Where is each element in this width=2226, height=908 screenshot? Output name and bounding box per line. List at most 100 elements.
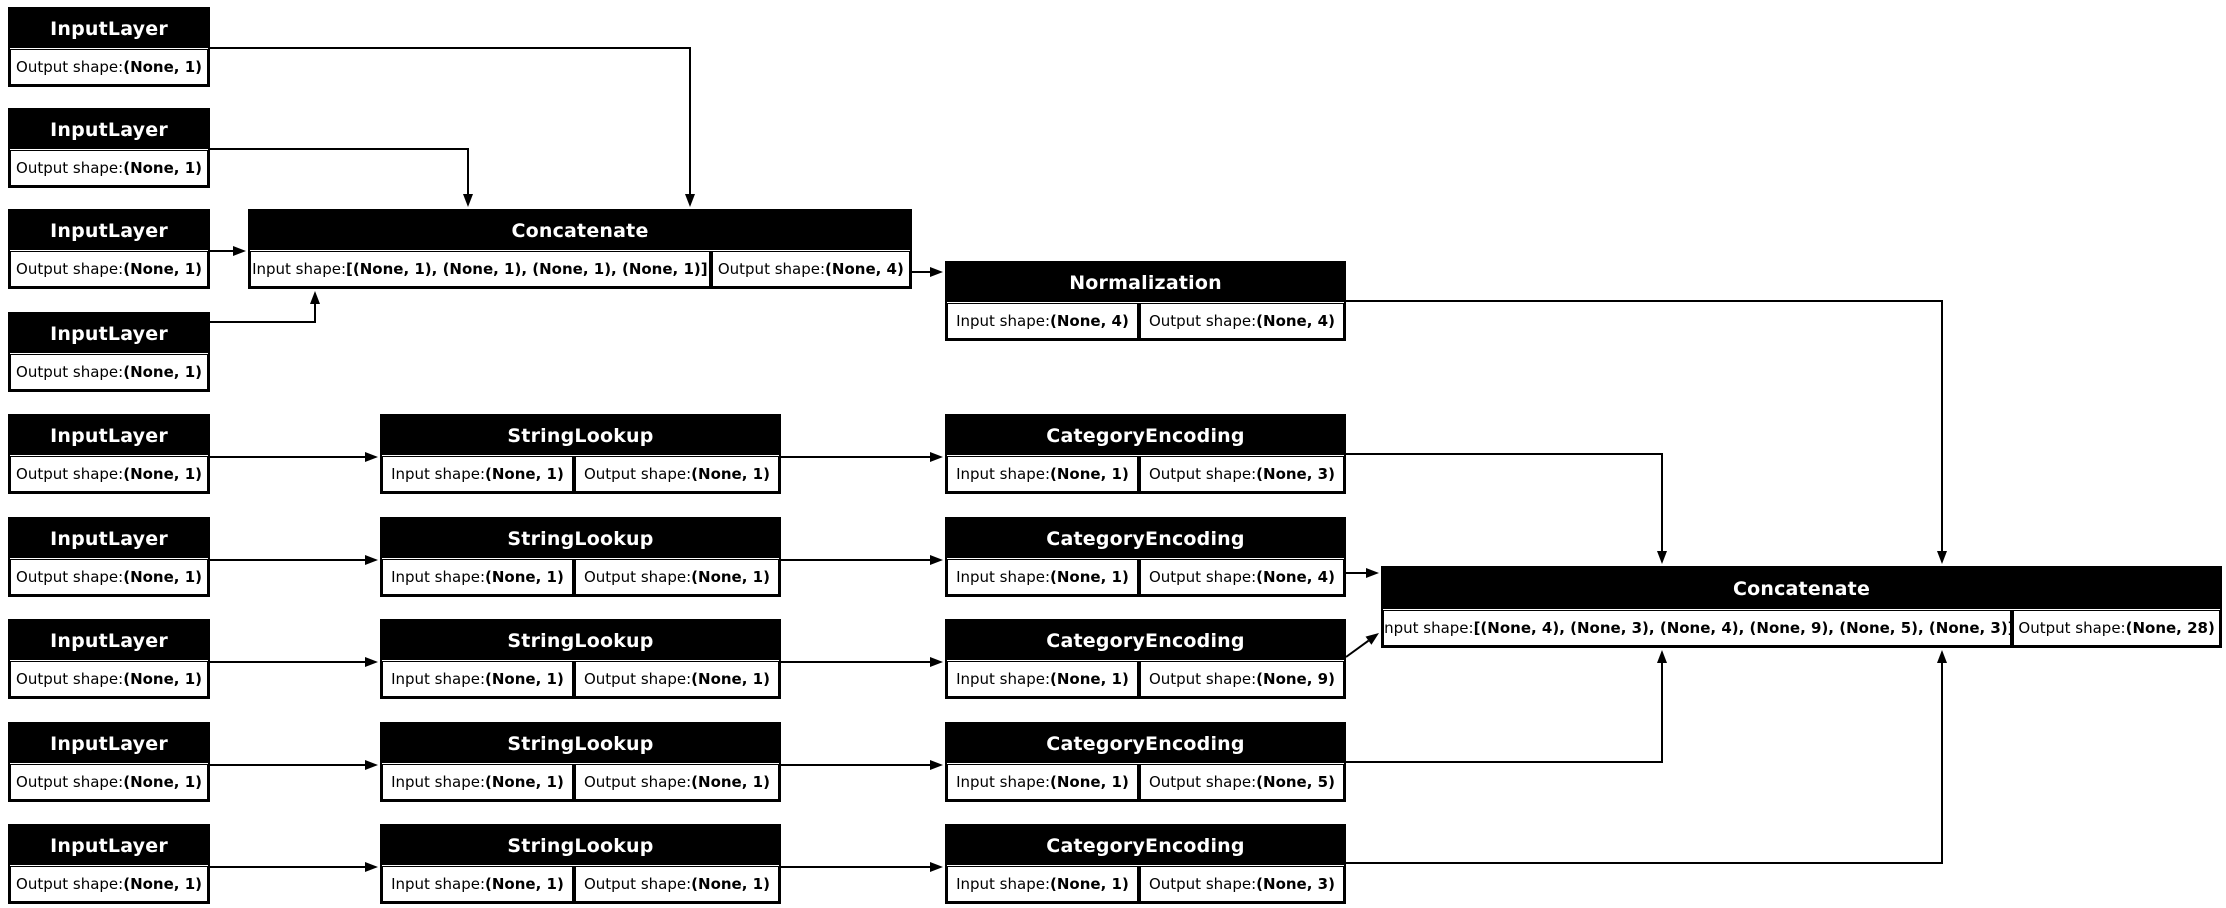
shape-value: (None, 3): [1256, 875, 1335, 893]
shape-label: Input shape:: [1379, 619, 1474, 637]
edge-string-lookup-1-to-category-encoding-1: [781, 452, 943, 462]
shape-label: Input shape:: [956, 670, 1051, 688]
shape-label: Input shape:: [391, 568, 486, 586]
shape-cells-row: Input shape: (None, 1)Output shape: (Non…: [947, 660, 1345, 697]
shape-value: [(None, 4), (None, 3), (None, 4), (None,…: [1473, 619, 2015, 637]
shape-cell: Input shape: (None, 4): [947, 303, 1138, 339]
shape-value: (None, 1): [123, 363, 202, 381]
shape-cells-row: Input shape: [(None, 4), (None, 3), (Non…: [1379, 609, 2220, 646]
shape-value: (None, 1): [691, 670, 770, 688]
shape-label: Output shape:: [16, 568, 124, 586]
shape-value: (None, 1): [691, 568, 770, 586]
shape-value: (None, 1): [485, 875, 564, 893]
shape-cells-row: Output shape: (None, 1): [10, 353, 208, 390]
layer-title: InputLayer: [10, 9, 208, 48]
layer-title: InputLayer: [10, 621, 208, 660]
shape-cell: Output shape: (None, 1): [10, 456, 208, 492]
arrowhead: [365, 452, 378, 462]
shape-cell: Input shape: (None, 1): [947, 764, 1138, 800]
shape-cell: Input shape: (None, 1): [947, 559, 1138, 595]
shape-cell: Output shape: (None, 1): [10, 661, 208, 697]
shape-cell: Input shape: (None, 1): [947, 866, 1138, 902]
arrowhead: [233, 246, 246, 256]
shape-value: (None, 1): [1050, 568, 1129, 586]
arrowhead: [930, 452, 943, 462]
shape-label: Output shape:: [1148, 568, 1257, 586]
arrowhead: [463, 194, 473, 207]
shape-cells-row: Output shape: (None, 1): [10, 250, 208, 287]
layer-title: StringLookup: [382, 724, 779, 763]
shape-cell: Output shape: (None, 1): [574, 559, 780, 595]
shape-label: Output shape:: [717, 260, 826, 278]
shape-label: Input shape:: [391, 773, 486, 791]
shape-cell: Output shape: (None, 4): [711, 251, 910, 287]
layer-title: InputLayer: [10, 519, 208, 558]
shape-value: (None, 1): [123, 159, 202, 177]
shape-cell: Input shape: (None, 1): [947, 456, 1138, 492]
arrowhead: [310, 291, 320, 304]
shape-value: (None, 3): [1256, 465, 1335, 483]
shape-cell: Output shape: (None, 1): [10, 49, 208, 85]
edge-input-layer-8-to-string-lookup-4: [210, 760, 378, 770]
arrowhead: [930, 862, 943, 872]
edge-input-layer-9-to-string-lookup-5: [210, 862, 378, 872]
edge-category-encoding-3-to-concatenate-2: [1345, 633, 1379, 658]
shape-value: (None, 1): [1050, 670, 1129, 688]
shape-label: Input shape:: [956, 875, 1051, 893]
layer-title: CategoryEncoding: [947, 826, 1344, 865]
shape-label: Input shape:: [252, 260, 347, 278]
shape-label: Output shape:: [16, 670, 124, 688]
layer-title: CategoryEncoding: [947, 519, 1344, 558]
edge-input-layer-5-to-string-lookup-1: [210, 452, 378, 462]
shape-cells-row: Input shape: (None, 1)Output shape: (Non…: [382, 865, 780, 902]
shape-cell: Input shape: (None, 1): [382, 661, 573, 697]
shape-cells-row: Input shape: (None, 1)Output shape: (Non…: [947, 763, 1345, 800]
shape-label: Input shape:: [391, 465, 486, 483]
shape-cell: Output shape: (None, 5): [1139, 764, 1345, 800]
arrowhead: [1657, 650, 1667, 663]
shape-label: Output shape:: [1148, 312, 1257, 330]
shape-value: (None, 4): [1050, 312, 1129, 330]
layer-title: StringLookup: [382, 519, 779, 558]
edge-string-lookup-3-to-category-encoding-3: [781, 657, 943, 667]
shape-label: Output shape:: [16, 260, 124, 278]
shape-cell: Input shape: (None, 1): [947, 661, 1138, 697]
arrowhead: [365, 862, 378, 872]
shape-cell: Output shape: (None, 4): [1139, 559, 1345, 595]
shape-cells-row: Output shape: (None, 1): [10, 149, 208, 186]
layer-title: InputLayer: [10, 314, 208, 353]
shape-label: Output shape:: [16, 773, 124, 791]
shape-cell: Output shape: (None, 3): [1139, 456, 1345, 492]
shape-cells-row: Output shape: (None, 1): [10, 558, 208, 595]
shape-label: Output shape:: [16, 465, 124, 483]
shape-value: (None, 1): [1050, 875, 1129, 893]
shape-cells-row: Input shape: (None, 1)Output shape: (Non…: [947, 558, 1345, 595]
shape-label: Input shape:: [956, 773, 1051, 791]
shape-cell: Output shape: (None, 1): [10, 866, 208, 902]
edge-string-lookup-2-to-category-encoding-2: [781, 555, 943, 565]
shape-cells-row: Input shape: (None, 1)Output shape: (Non…: [382, 763, 780, 800]
layer-title: CategoryEncoding: [947, 621, 1344, 660]
layer-title: InputLayer: [10, 211, 208, 250]
shape-label: Output shape:: [583, 568, 692, 586]
shape-value: (None, 1): [123, 875, 202, 893]
shape-cells-row: Input shape: (None, 1)Output shape: (Non…: [382, 558, 780, 595]
shape-cell: Input shape: (None, 1): [382, 866, 573, 902]
shape-value: (None, 1): [123, 568, 202, 586]
shape-label: Output shape:: [16, 363, 124, 381]
shape-label: Input shape:: [391, 670, 486, 688]
edge-input-layer-3-to-concatenate-1: [210, 246, 246, 256]
arrowhead: [930, 555, 943, 565]
layer-title: StringLookup: [382, 826, 779, 865]
